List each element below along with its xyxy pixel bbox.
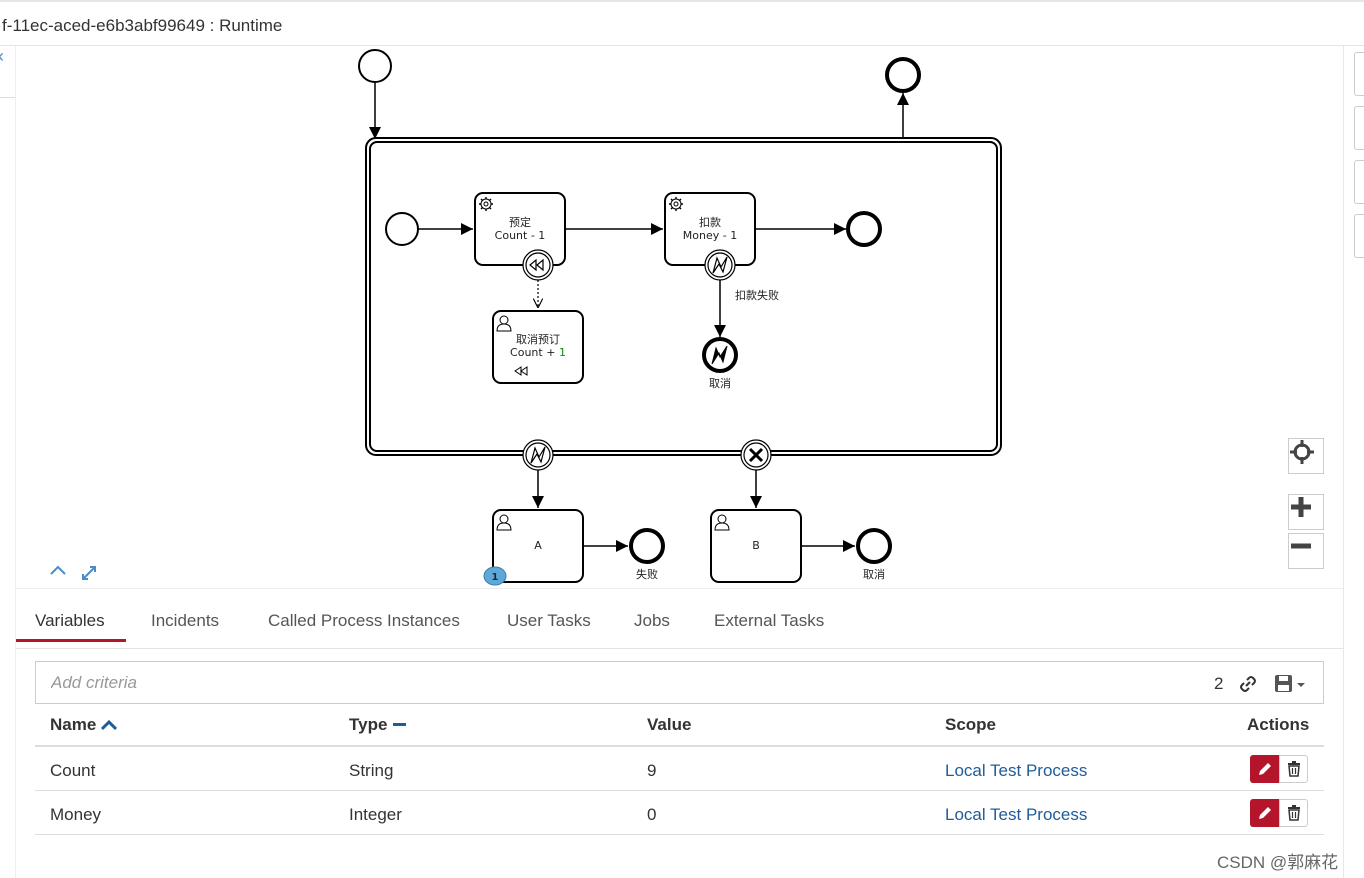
inner-start-event[interactable] [385,212,419,246]
delete-variable-button[interactable] [1279,755,1308,783]
variable-value[interactable]: 0 [647,805,657,824]
table-row: Money Integer 0 Local Test Process [35,791,1324,835]
top-bar: f-11ec-aced-e6b3abf99649 : Runtime [0,0,1364,46]
variable-name: Count [50,761,96,780]
error-boundary-event[interactable] [704,249,736,281]
trash-icon [1287,761,1300,777]
task-cancel-detail: Count + 1 [510,346,566,359]
bpmn-diagram: 预定 Count - 1 取消预订 Count + 1 扣款 Money - 1 [358,49,1002,586]
task-a-label: A [534,539,542,552]
user-task-b[interactable]: B [710,509,802,583]
variable-value[interactable]: 9 [647,761,657,780]
search-criteria-input[interactable] [36,662,1136,703]
minus-icon [1291,543,1311,549]
table-row: Count String 9 Local Test Process [35,747,1324,791]
task-book-label: 预定 [509,215,531,229]
task-pay-detail: Money - 1 [683,229,737,242]
task-b-label: B [752,539,760,552]
plus-icon [1291,497,1311,517]
variable-type: Integer [349,805,402,824]
cancel-end-label: 取消 [709,376,731,390]
left-panel-strip: ‹ [0,46,15,98]
collapse-diagram-button[interactable] [49,564,71,586]
cancel-end2-label: 取消 [863,567,885,581]
variable-name: Money [50,805,102,824]
detail-tabs: Variables Incidents Called Process Insta… [16,588,1343,649]
error-icon [712,256,728,274]
result-count: 2 [1214,674,1224,693]
tab-incidents[interactable]: Incidents [151,611,220,630]
column-actions: Actions [1247,715,1310,734]
subprocess-error-boundary[interactable] [522,439,554,471]
edit-variable-button[interactable] [1250,755,1279,783]
cancel-end-event[interactable] [702,337,738,373]
tab-variables[interactable]: Variables [35,611,105,630]
sort-none-icon [393,723,407,726]
cancel-icon [711,345,728,365]
tab-user-tasks[interactable]: User Tasks [507,611,591,630]
right-panel-tab-2[interactable] [1354,106,1364,150]
variable-scope-link[interactable]: Local Test Process [945,805,1088,824]
crosshair-icon [1290,440,1314,464]
reset-zoom-button[interactable] [1288,438,1324,474]
inner-end-event[interactable] [846,211,882,247]
left-divider [15,46,16,878]
task-pay-label: 扣款 [699,215,721,229]
tab-external-tasks[interactable]: External Tasks [714,611,825,630]
right-panel-tab-4[interactable] [1354,214,1364,258]
task-cancel-label: 取消预订 [516,332,560,346]
save-dropdown-icon[interactable] [1274,674,1310,694]
chevron-up-icon [50,565,66,575]
tab-jobs[interactable]: Jobs [634,611,670,630]
expand-icon [82,566,96,580]
pencil-icon [1258,763,1271,775]
table-header: Name Type Value Scope Actions [35,705,1324,747]
subprocess-cancel-boundary[interactable] [740,439,772,471]
right-panel-tab-3[interactable] [1354,160,1364,204]
right-panel-tab-1[interactable] [1354,52,1364,96]
service-task-book[interactable]: 预定 Count - 1 [474,192,566,266]
right-divider [1343,46,1344,878]
cancel-end-event-2[interactable] [856,528,892,564]
filter-bar: 2 [35,661,1324,704]
page-title: f-11ec-aced-e6b3abf99649 : Runtime [2,16,283,35]
fullscreen-button[interactable] [80,564,102,586]
fail-end-label: 失败 [636,567,658,581]
user-task-a[interactable]: A [492,509,584,583]
delete-variable-button[interactable] [1279,799,1308,827]
user-task-cancel-booking[interactable]: 取消预订 Count + 1 [492,310,584,384]
error-icon [530,446,546,464]
sort-ascending-icon [101,719,118,731]
column-scope: Scope [945,715,997,734]
compensation-boundary-event[interactable] [522,249,554,281]
bpmn-diagram-canvas[interactable]: 预定 Count - 1 取消预订 Count + 1 扣款 Money - 1 [16,46,1343,588]
edit-variable-button[interactable] [1250,799,1279,827]
column-type[interactable]: Type [349,715,408,735]
link-icon[interactable] [1238,674,1258,694]
variables-table: Name Type Value Scope Actions Count Stri… [35,705,1324,835]
tab-called-process-instances[interactable]: Called Process Instances [268,611,460,630]
variable-type: String [349,761,394,780]
variable-scope-link[interactable]: Local Test Process [945,761,1088,780]
zoom-in-button[interactable] [1288,494,1324,530]
task-book-detail: Count - 1 [495,229,546,242]
instance-count-badge[interactable]: 1 [483,566,507,586]
compensation-icon [529,258,544,272]
trash-icon [1287,805,1300,821]
end-event[interactable] [885,57,921,93]
zoom-out-button[interactable] [1288,533,1324,569]
active-tab-indicator [16,639,126,642]
pay-fail-label: 扣款失败 [735,288,779,302]
collapse-left-icon[interactable]: ‹ [0,46,4,67]
pencil-icon [1258,807,1271,819]
svg-text:1: 1 [492,572,499,583]
start-event[interactable] [358,49,392,83]
transaction-subprocess[interactable] [365,137,1002,456]
fail-end-event[interactable] [629,528,665,564]
watermark-text: CSDN @郭麻花 [1217,853,1339,872]
column-name[interactable]: Name [50,715,118,735]
cancel-x-icon [748,447,764,463]
column-value: Value [647,715,692,734]
compensation-marker-icon [514,366,528,376]
